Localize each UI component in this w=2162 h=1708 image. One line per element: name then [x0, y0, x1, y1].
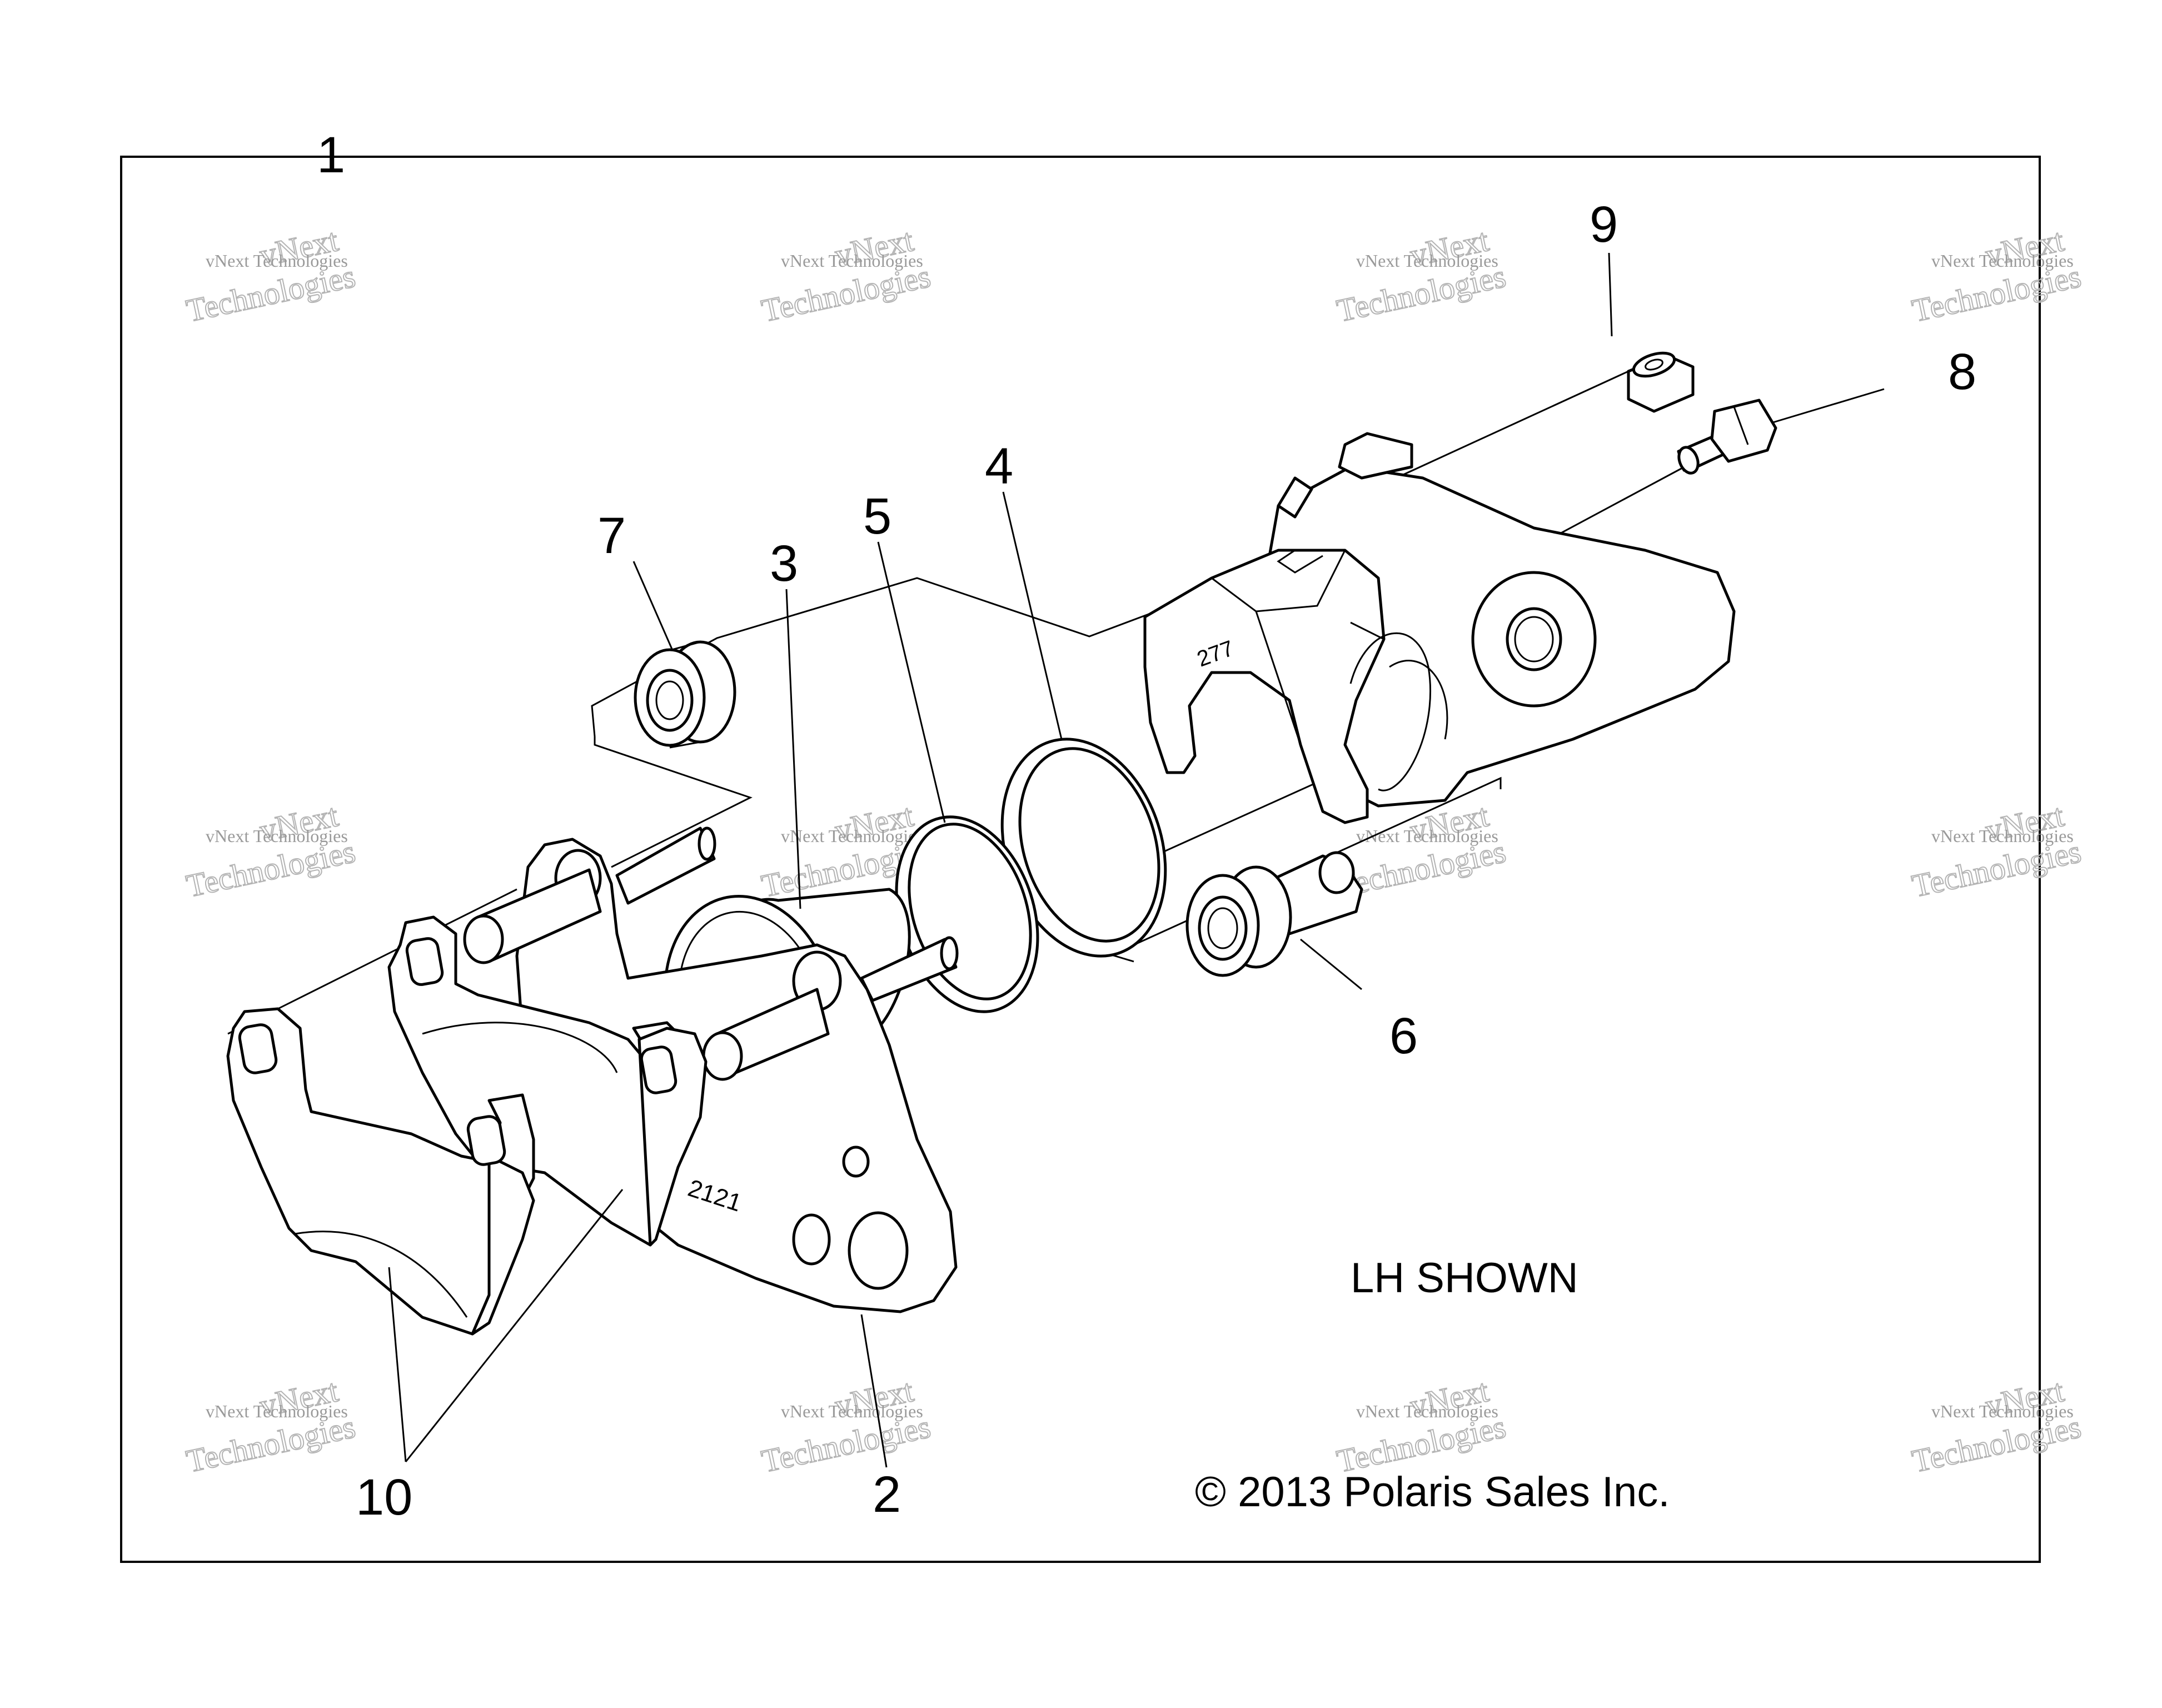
- callout-1: 1: [317, 127, 345, 183]
- pin-boot-lower: [1185, 851, 1363, 977]
- watermark-text: vNext Technologies: [206, 251, 348, 271]
- brake-pad-outer: [226, 1007, 535, 1336]
- callout-10: 10: [356, 1469, 412, 1526]
- caliper-body: 277: [1143, 432, 1736, 824]
- watermark: Technologies vNext: [758, 1372, 934, 1480]
- bleeder-cap: [1627, 351, 1695, 413]
- watermark-text: vNext Technologies: [781, 1401, 923, 1421]
- watermark: Technologies vNext: [183, 796, 359, 905]
- slide-pin-lower: [702, 936, 959, 1081]
- watermark-text: vNext Technologies: [1356, 826, 1498, 846]
- pin-boot-upper: [634, 640, 736, 749]
- callout-5: 5: [863, 488, 891, 545]
- watermark-text: vNext Technologies: [1356, 1401, 1498, 1421]
- callout-6: 6: [1389, 1008, 1418, 1064]
- watermark: Technologies vNext: [1909, 796, 2085, 905]
- bleeder-screw: [1677, 399, 1777, 475]
- callout-9: 9: [1590, 196, 1618, 253]
- watermark-text: vNext Technologies: [206, 1401, 348, 1421]
- callout-4: 4: [985, 438, 1013, 495]
- callout-8: 8: [1948, 343, 1976, 400]
- watermark-text: vNext Technologies: [206, 826, 348, 846]
- watermark: Technologies vNext: [1333, 1372, 1510, 1480]
- callout-labels: 1 2 3 4 5 6 7 8 9 10: [317, 127, 1976, 1526]
- callout-7: 7: [597, 507, 626, 564]
- watermark-text: vNext Technologies: [1931, 826, 2074, 846]
- callout-leaders: [388, 252, 1885, 1468]
- piston-seal-large: [1000, 738, 1167, 958]
- assembly-frame: [120, 156, 2041, 1563]
- copyright-note: © 2013 Polaris Sales Inc.: [1195, 1468, 1670, 1516]
- watermark: Technologies vNext: [1909, 221, 2085, 330]
- watermark: Technologies vNext: [1333, 221, 1510, 330]
- watermark: Technologies vNext: [1909, 1372, 2085, 1480]
- watermark-text: vNext Technologies: [1356, 251, 1498, 271]
- watermark-text: vNext Technologies: [1931, 251, 2074, 271]
- watermark-text: vNext Technologies: [781, 826, 923, 846]
- watermark: Technologies vNext: [183, 221, 359, 330]
- callout-3: 3: [770, 535, 798, 592]
- watermark: Technologies vNext: [758, 221, 934, 330]
- slide-pin-upper: [463, 826, 716, 964]
- brake-pad-inner: [387, 915, 708, 1247]
- side-note: LH SHOWN: [1351, 1254, 1578, 1302]
- watermark-text: vNext Technologies: [1931, 1401, 2074, 1421]
- watermark: Technologies vNext: [183, 1372, 359, 1480]
- watermark-text: vNext Technologies: [781, 251, 923, 271]
- callout-2: 2: [873, 1466, 901, 1523]
